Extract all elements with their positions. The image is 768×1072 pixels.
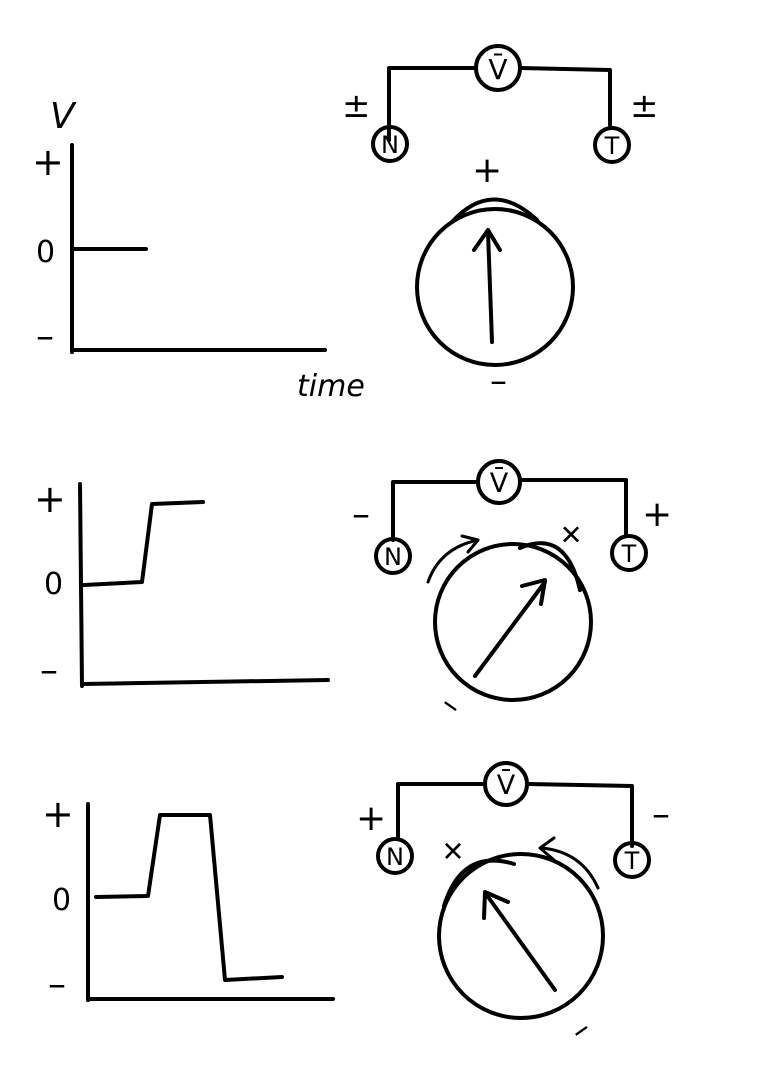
voltage-trace [82,500,205,587]
circuit-wire [387,66,478,142]
left-electrode-sign: + [356,798,386,839]
tick-plus: + [42,792,74,836]
electrode-t [613,841,651,879]
y-axis-label: V [50,96,77,137]
electrode-n [374,537,412,575]
dipole-top-sign: + [472,150,502,191]
circuit-wire [518,478,628,536]
dipole-positive-cap [442,858,516,908]
rotation-arrowhead [460,534,480,554]
head-circle [433,542,593,702]
dipole-bottom-sign: – [490,361,507,401]
electrode-t [593,126,631,164]
tick-zero: 0 [44,567,63,602]
head-circle [437,852,605,1020]
left-electrode-sign: ± [342,86,371,126]
dipole-arrowhead [472,228,502,252]
circuit-1: V̄ N T ± ± + – [342,44,659,401]
voltage-trace [94,813,284,982]
electrode-t-label: T [624,847,640,875]
dipole-arrow [486,230,494,344]
voltmeter-label: V̄ [490,467,509,499]
voltmeter-label: V̄ [488,52,507,86]
circuit-wire [518,66,612,127]
panel-3: + 0 – V̄ N T + – + – [42,761,670,1051]
y-axis [78,482,84,688]
graph-2: + 0 – [34,477,330,691]
electrode-t-label: T [604,132,620,160]
x-axis [80,678,330,686]
graph-1: V + 0 – time [32,96,365,404]
dipole-arrow [473,580,547,678]
electrode-n-label: N [381,131,399,159]
electrode-n [376,837,414,875]
electrode-t-label: T [621,540,637,568]
circuit-2: V̄ N T – + + – [352,459,672,726]
head-circle [415,207,575,367]
tick-zero: 0 [36,235,55,270]
dipole-bottom-sign: – [562,1008,599,1051]
electrode-t [610,534,648,572]
circuit-wire [391,480,480,542]
graph-3: + 0 – [42,792,335,1005]
electrode-n [371,125,409,163]
dipole-positive-cap [518,541,582,592]
voltmeter-label: V̄ [497,769,516,801]
electrode-n-label: N [384,543,402,571]
x-axis-label: time [297,369,365,404]
panel-1: V + 0 – time V̄ N T ± ± + – [32,44,659,404]
tick-zero: 0 [52,883,71,918]
tick-plus: + [32,140,64,184]
rotation-arrowhead [538,836,556,862]
tick-minus: – [48,964,66,1005]
dipole-positive-cap [450,197,539,224]
dipole-top-sign: + [549,511,595,557]
right-electrode-sign: – [652,794,670,835]
dipole-arrowhead [520,578,547,606]
circuit-wire [396,782,486,840]
dipole-bottom-sign: – [433,683,470,726]
voltmeter [483,761,529,807]
tick-minus: – [36,316,54,357]
rotation-arrow [426,538,480,584]
electrode-n-label: N [386,843,404,871]
tick-plus: + [34,477,66,521]
right-electrode-sign: + [642,494,672,535]
tick-minus: – [40,650,58,691]
right-electrode-sign: ± [630,86,659,126]
voltmeter [474,44,522,92]
rotation-arrow [540,846,600,890]
dipole-arrow [484,892,557,992]
circuit-3: V̄ N T + – + – [356,761,670,1051]
voltmeter [476,459,522,505]
circuit-wire [526,782,634,848]
panel-2: + 0 – V̄ N T – + + – [34,459,672,726]
left-electrode-sign: – [352,494,370,535]
dipole-arrowhead [482,890,510,920]
